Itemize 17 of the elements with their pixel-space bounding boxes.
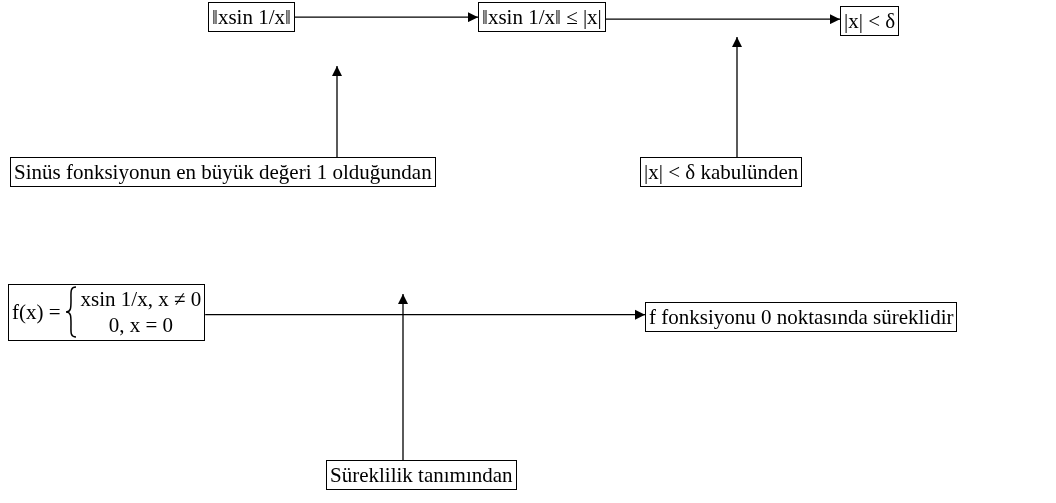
formula-text: xsin 1/x, x ≠ 0 [80, 286, 202, 313]
inequality-box: |x| < δ [840, 6, 900, 37]
arrow [605, 13, 841, 25]
arrow [331, 65, 343, 158]
reason-box: |x| < δ kabulünden [640, 157, 803, 188]
formula-text: f(x) = [12, 299, 61, 326]
formula-box: ‖xsin 1/x‖ [208, 2, 295, 33]
piecewise-function-box [8, 284, 206, 341]
inequality-box: ‖xsin 1/x‖ ≤ |x| [478, 2, 606, 33]
conclusion-box: f fonksiyonu 0 noktasında süreklidir [645, 302, 958, 333]
arrow [731, 36, 743, 158]
formula-text: 0, x = 0 [108, 312, 174, 339]
arrow [204, 309, 646, 320]
arrow [294, 11, 479, 23]
reason-box: Süreklilik tanımından [326, 460, 517, 491]
reason-box: Sinüs fonksiyonun en büyük değeri 1 olduğundan [10, 157, 436, 188]
arrow [397, 293, 409, 461]
